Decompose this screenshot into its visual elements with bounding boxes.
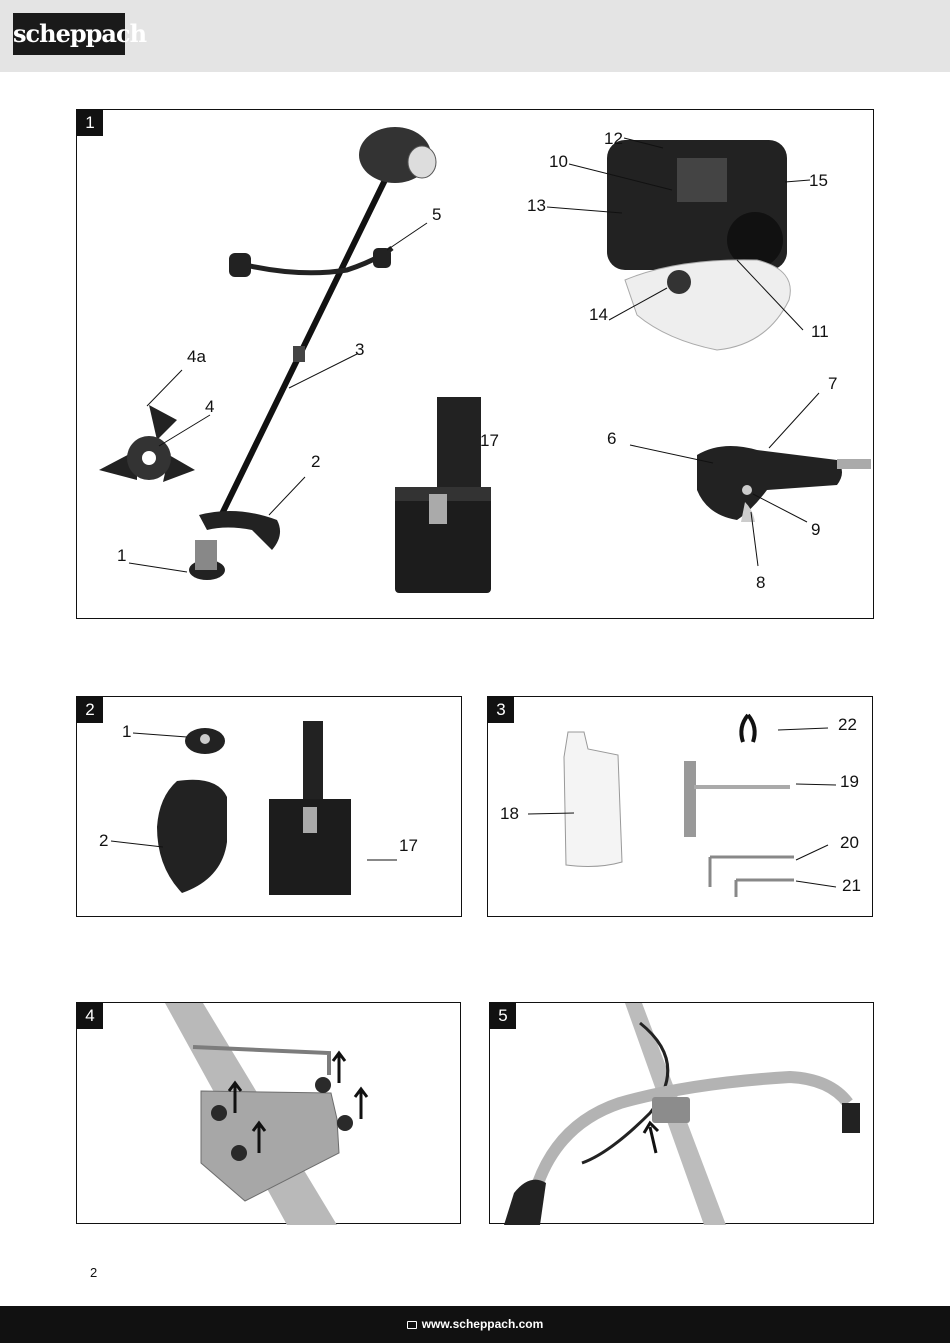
figure-5: 5 bbox=[489, 1002, 874, 1225]
fig1-label-12: 12 bbox=[604, 129, 623, 148]
figure-number: 2 bbox=[77, 697, 103, 723]
monitor-icon bbox=[406, 1321, 417, 1329]
fig2-label-17: 17 bbox=[399, 836, 418, 855]
figure-number: 3 bbox=[488, 697, 514, 723]
fig1-label-3: 3 bbox=[355, 340, 365, 359]
fig1-label-5: 5 bbox=[432, 205, 442, 224]
fig2-label-2: 2 bbox=[99, 831, 109, 850]
fig1-label-11: 11 bbox=[811, 322, 829, 341]
fig1-label-13: 13 bbox=[527, 196, 546, 215]
page-header: scheppach bbox=[0, 0, 950, 72]
fig1-label-17: 17 bbox=[480, 431, 499, 450]
fig1-label-15: 15 bbox=[809, 171, 828, 190]
fig1-label-7: 7 bbox=[828, 374, 838, 393]
fig3-label-19: 19 bbox=[840, 772, 859, 791]
fig3-label-20: 20 bbox=[840, 833, 859, 852]
accessories-illustration bbox=[110, 721, 397, 895]
handle-mount-photo bbox=[504, 1003, 860, 1225]
figure-1: 1 bbox=[76, 109, 874, 619]
fig1-label-4a: 4a bbox=[187, 347, 206, 366]
fig3-label-22: 22 bbox=[838, 715, 857, 734]
fig1-label-8: 8 bbox=[756, 573, 766, 592]
figure-4: 4 bbox=[76, 1002, 461, 1225]
fig1-label-1: 1 bbox=[117, 546, 127, 565]
fig1-label-10: 10 bbox=[549, 152, 568, 171]
page-footer: www.scheppach.com bbox=[0, 1306, 950, 1343]
tools-illustration bbox=[527, 713, 837, 897]
fig1-label-6: 6 bbox=[607, 429, 617, 448]
scheppach-logo: scheppach bbox=[13, 13, 147, 55]
fig3-label-18: 18 bbox=[500, 804, 519, 823]
figure-number: 4 bbox=[77, 1003, 103, 1029]
brush-cutter-illustration bbox=[99, 127, 871, 593]
website-link[interactable]: www.scheppach.com bbox=[421, 1317, 544, 1331]
fig1-label-4: 4 bbox=[205, 397, 215, 416]
fig2-label-1: 1 bbox=[122, 722, 132, 741]
clamp-assembly-photo bbox=[165, 1003, 369, 1225]
fig1-label-9: 9 bbox=[811, 520, 821, 539]
page-number: 2 bbox=[90, 1265, 98, 1280]
figure-number: 5 bbox=[490, 1003, 516, 1029]
fig1-label-2: 2 bbox=[311, 452, 321, 471]
fig1-label-14: 14 bbox=[589, 305, 608, 324]
figure-2: 2 1 2 17 bbox=[76, 696, 462, 917]
figure-3: 3 18 19 20 21 22 bbox=[487, 696, 873, 917]
fig3-label-21: 21 bbox=[842, 876, 861, 895]
figure-number: 1 bbox=[77, 110, 103, 136]
